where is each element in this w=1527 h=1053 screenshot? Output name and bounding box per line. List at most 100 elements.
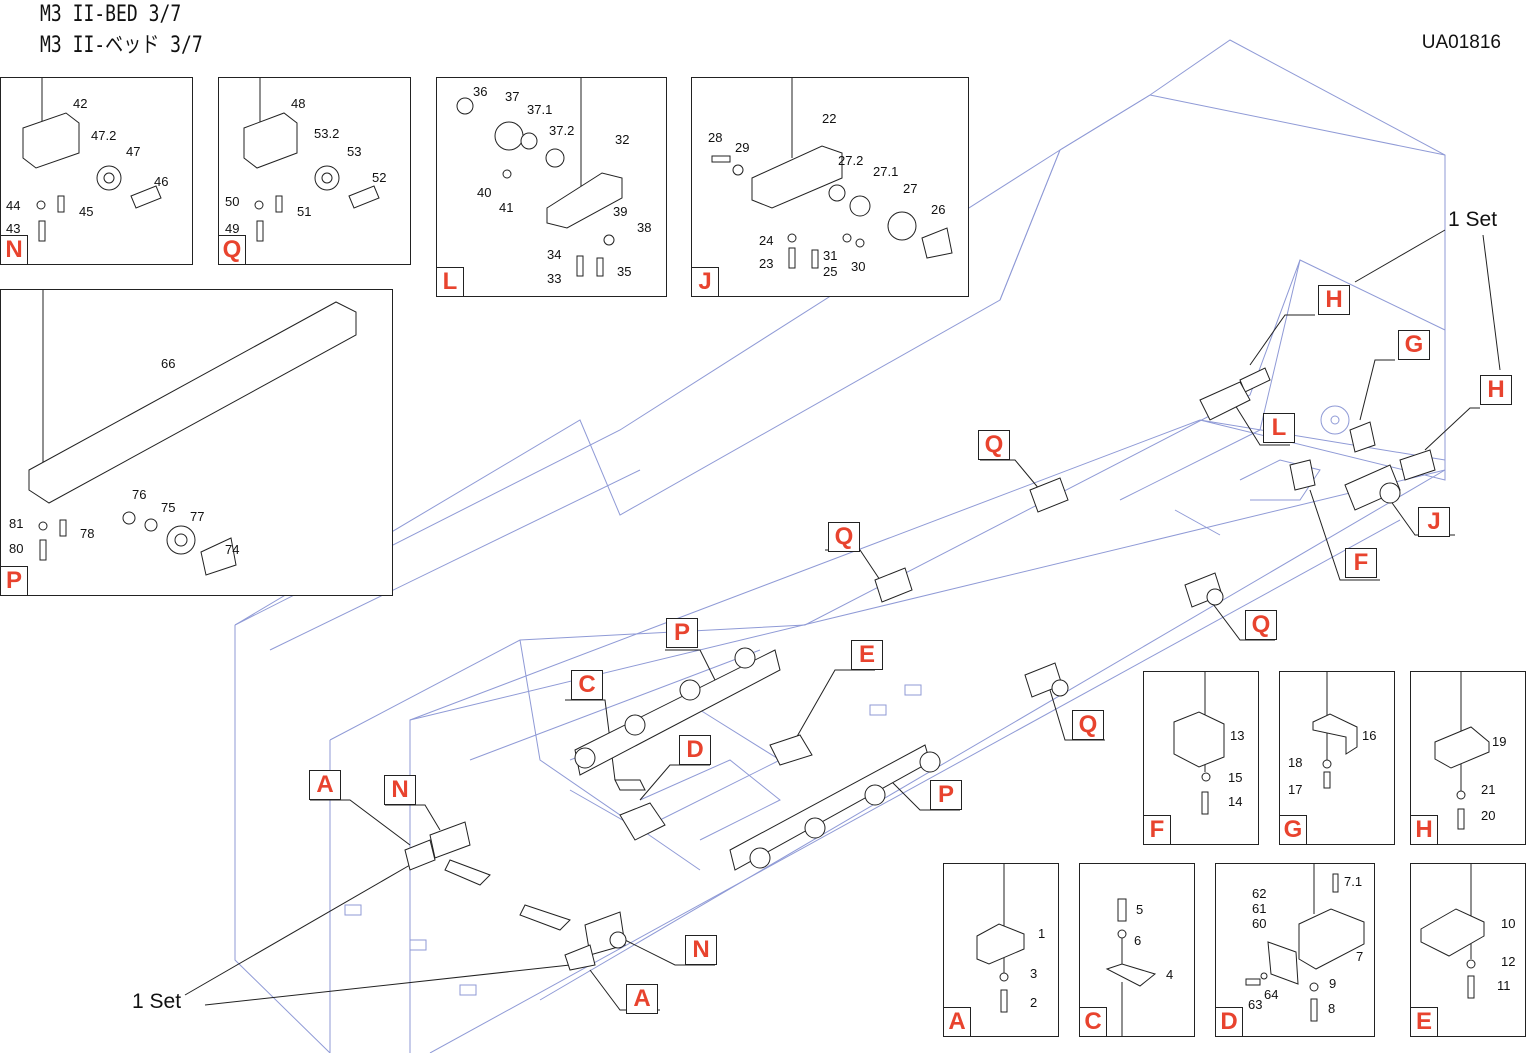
callout-p-lower[interactable]: P [930, 780, 962, 810]
part-number: 8 [1328, 1001, 1336, 1016]
part-number: 33 [547, 271, 562, 286]
part-number: 64 [1264, 987, 1279, 1002]
part-number: 15 [1228, 770, 1243, 785]
part-number: 27.1 [873, 164, 899, 179]
part-drawing-q [243, 78, 380, 242]
set-label-left: 1 Set [132, 990, 182, 1013]
detail-box-n: 42 47.2 47 46 44 45 43 N [0, 77, 193, 265]
part-drawing-p [28, 290, 357, 576]
callout-c[interactable]: C [571, 670, 603, 700]
part-number: 50 [225, 194, 240, 209]
part-number: 37.1 [527, 102, 553, 117]
callout-p-upper[interactable]: P [666, 618, 698, 648]
callout-q-right[interactable]: Q [1245, 610, 1277, 640]
part-number: 11 [1497, 978, 1511, 993]
part-number: 51 [297, 204, 312, 219]
part-number: 78 [80, 526, 95, 541]
callout-a-lower[interactable]: A [626, 984, 658, 1014]
detail-box-d: 7.1 62 61 60 7 64 9 63 8 D [1215, 863, 1375, 1037]
part-number: 13 [1230, 728, 1245, 743]
part-number: 19 [1492, 734, 1507, 749]
callout-a-upper[interactable]: A [309, 770, 341, 800]
callout-g[interactable]: G [1398, 330, 1430, 360]
detail-tag-n: N [0, 235, 28, 265]
part-number: 27.2 [838, 153, 864, 168]
part-number: 44 [6, 198, 21, 213]
part-number: 28 [708, 130, 723, 145]
detail-tag-p: P [0, 566, 28, 596]
callout-n-upper[interactable]: N [384, 775, 416, 805]
part-number: 34 [547, 247, 562, 262]
part-number: 47.2 [91, 128, 117, 143]
detail-box-a: 1 3 2 A [943, 863, 1059, 1037]
detail-box-p: 66 76 75 77 74 81 78 80 P [0, 289, 393, 596]
callout-q-top[interactable]: Q [978, 430, 1010, 460]
part-number: 2 [1030, 995, 1038, 1010]
part-number: 4 [1166, 967, 1174, 982]
part-number: 21 [1481, 782, 1496, 797]
part-number: 60 [1252, 916, 1267, 931]
part-number: 25 [823, 264, 838, 279]
part-number: 14 [1228, 794, 1243, 809]
part-drawing-j [711, 78, 953, 269]
part-number: 23 [759, 256, 774, 271]
part-number: 18 [1288, 755, 1303, 770]
part-number: 61 [1252, 901, 1267, 916]
part-number: 66 [161, 356, 176, 371]
detail-box-f: 13 15 14 F [1143, 671, 1259, 845]
callout-h-upper[interactable]: H [1318, 285, 1350, 315]
part-drawing-c [1105, 898, 1157, 1036]
part-number: 35 [617, 264, 632, 279]
part-drawing-n [22, 78, 162, 242]
callout-h-right[interactable]: H [1480, 375, 1512, 405]
part-drawing-l [456, 78, 623, 277]
part-number: 37.2 [549, 123, 575, 138]
callout-q-left[interactable]: Q [828, 522, 860, 552]
part-number: 1 [1038, 926, 1046, 941]
detail-box-e: 10 12 11 E [1410, 863, 1526, 1037]
part-number: 62 [1252, 886, 1267, 901]
part-number: 52 [372, 170, 387, 185]
detail-box-l: 36 37 37.1 37.2 32 40 41 39 38 34 33 35 … [436, 77, 667, 297]
part-number: 81 [9, 516, 24, 531]
drawing-code: UA01816 [1421, 32, 1501, 53]
detail-tag-h: H [1410, 815, 1438, 845]
part-drawing-h [1434, 672, 1490, 830]
callout-l[interactable]: L [1263, 413, 1295, 443]
part-number: 39 [613, 204, 628, 219]
callout-f[interactable]: F [1345, 548, 1377, 578]
part-number: 80 [9, 541, 24, 556]
callout-n-lower[interactable]: N [685, 935, 717, 965]
part-number: 48 [291, 96, 306, 111]
part-number: 53 [347, 144, 362, 159]
part-number: 77 [190, 509, 205, 524]
detail-tag-a: A [943, 1007, 971, 1037]
part-number: 76 [132, 487, 147, 502]
part-number: 5 [1136, 902, 1144, 917]
callout-d[interactable]: D [679, 735, 711, 765]
part-number: 36 [473, 84, 488, 99]
part-number: 22 [822, 111, 837, 126]
callout-j[interactable]: J [1418, 507, 1450, 537]
part-drawing-f [1173, 672, 1225, 815]
part-number: 3 [1030, 966, 1038, 981]
detail-tag-l: L [436, 267, 464, 297]
part-number: 47 [126, 144, 141, 159]
detail-tag-c: C [1079, 1007, 1107, 1037]
part-number: 9 [1329, 976, 1337, 991]
part-number: 42 [73, 96, 88, 111]
detail-box-c: 5 6 4 C [1079, 863, 1195, 1037]
part-number: 6 [1134, 933, 1142, 948]
part-number: 41 [499, 200, 514, 215]
part-number: 63 [1248, 997, 1263, 1012]
part-number: 38 [637, 220, 652, 235]
part-number: 24 [759, 233, 774, 248]
part-drawing-g [1312, 672, 1358, 789]
callout-e[interactable]: E [851, 640, 883, 670]
detail-tag-g: G [1279, 815, 1307, 845]
part-number: 16 [1362, 728, 1377, 743]
drawing-title-en: M3 II-BED 3/7 [40, 2, 182, 27]
callout-q-lower[interactable]: Q [1072, 710, 1104, 740]
part-drawing-e [1420, 864, 1485, 999]
